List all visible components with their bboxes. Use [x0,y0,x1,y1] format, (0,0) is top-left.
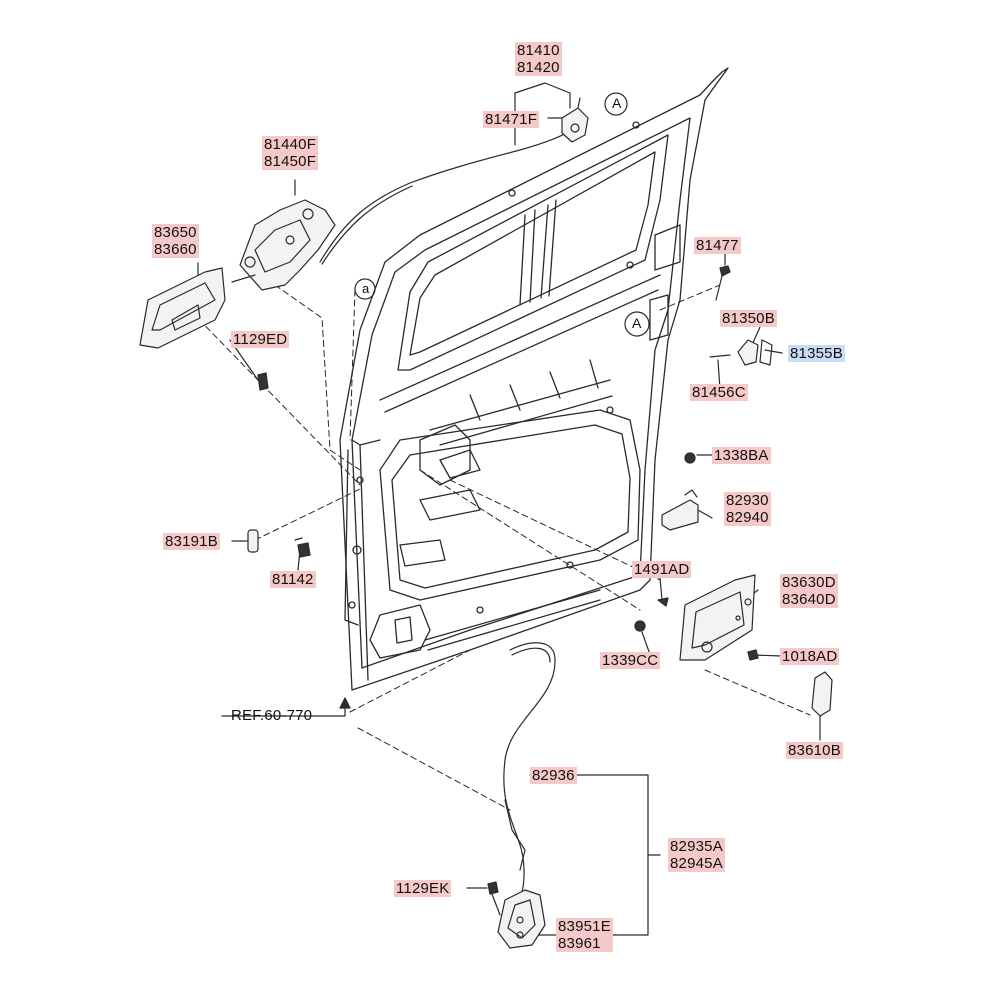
small-fasteners [247,372,311,558]
outside-handle-part [139,267,226,349]
part-number-83961: 83961 [558,935,601,952]
ref-arrow [339,697,351,709]
ref-marker-A-top [604,92,628,116]
part-number-83640D: 83640D [782,591,836,608]
lower-cable [503,642,556,893]
part-label-83650-83660[interactable]: 83650 83660 [152,224,199,258]
door-inner-panel [339,67,729,691]
part-label-82935A-82945A[interactable]: 82935A 82945A [668,838,725,872]
part-label-81355B[interactable]: 81355B [788,345,845,362]
part-number-81410: 81410 [517,42,560,59]
inside-handle-bezel [679,574,756,661]
bolt-81477 [715,265,731,301]
ref-marker-A-mid [624,311,650,337]
part-label-81477[interactable]: 81477 [694,237,741,254]
part-label-1339CC[interactable]: 1339CC [600,652,661,669]
part-label-81410-81420[interactable]: 81410 81420 [515,42,562,76]
dashed-leaders [184,284,811,811]
part-label-81350B[interactable]: 81350B [720,310,777,327]
part-label-83951E-83961[interactable]: 83951E 83961 [556,918,613,952]
ref-marker-A-top-label: A [612,95,622,111]
inside-handle-part [811,671,833,717]
part-label-83191B[interactable]: 83191B [163,533,220,550]
part-label-82930-82940[interactable]: 82930 82940 [724,492,771,526]
part-label-83630D-83640D[interactable]: 83630D 83640D [780,574,838,608]
part-number-83660: 83660 [154,241,197,258]
ref-marker-A-mid-label: A [632,315,642,331]
screw-1018ad [747,649,759,661]
upper-actuator-part [561,97,589,143]
part-label-81142[interactable]: 81142 [270,571,316,588]
door-latch-assembly [231,199,336,291]
part-number-81420: 81420 [517,59,560,76]
part-label-1018AD[interactable]: 1018AD [780,648,840,665]
part-number-83630D: 83630D [782,574,836,591]
part-label-81440F-81450F[interactable]: 81440F 81450F [262,136,319,170]
reference-label[interactable]: REF.60-770 [231,707,313,724]
part-label-81456C[interactable]: 81456C [690,384,748,401]
part-label-1491AD[interactable]: 1491AD [632,561,692,578]
part-label-1129ED[interactable]: 1129ED [231,331,290,348]
nut-1339cc [634,620,646,632]
part-label-1129EK[interactable]: 1129EK [394,880,452,897]
part-number-81440F: 81440F [264,136,317,153]
upper-release-cable [319,127,576,265]
part-label-83610B[interactable]: 83610B [786,742,843,759]
ref-marker-a-label: a [362,281,370,296]
ref-marker-a [354,278,376,300]
part-number-83650: 83650 [154,224,197,241]
part-number-83951E: 83951E [558,918,611,935]
part-number-82935A: 82935A [670,838,723,855]
part-label-82936[interactable]: 82936 [530,767,577,784]
part-number-82930: 82930 [726,492,769,509]
part-number-82940: 82940 [726,509,769,526]
part-label-81471F[interactable]: 81471F [483,111,540,128]
part-number-82945A: 82945A [670,855,723,872]
lower-latch-part [487,799,546,949]
striker-part [709,339,773,366]
part-number-81450F: 81450F [264,153,317,170]
clip-1491ad [657,597,669,607]
hinge-part [661,452,699,531]
part-label-1338BA[interactable]: 1338BA [712,447,771,464]
